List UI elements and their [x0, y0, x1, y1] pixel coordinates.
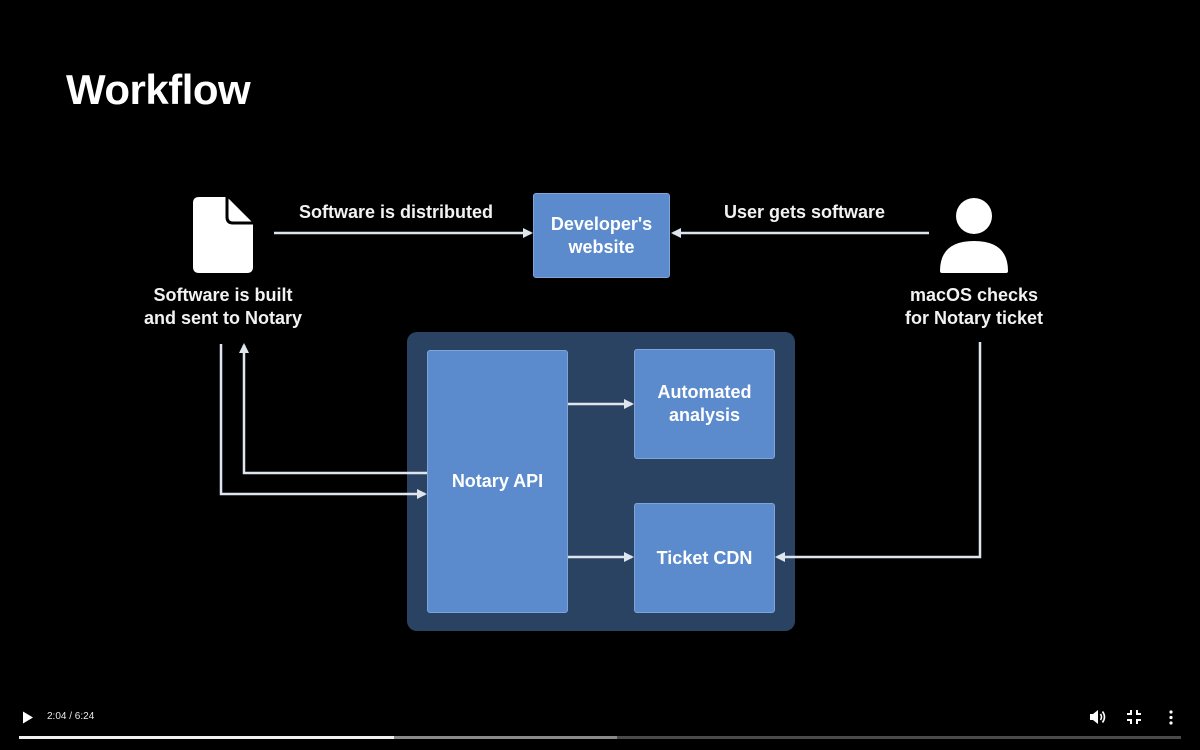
exit-fullscreen-icon[interactable] — [1127, 710, 1141, 724]
notary-api-label: Notary API — [451, 471, 544, 491]
automated-analysis-box: Automated analysis — [634, 349, 775, 459]
label-software-built-line1: Software is built — [153, 285, 293, 305]
arrow-notary-response — [239, 343, 427, 475]
automated-analysis-line2: analysis — [668, 405, 741, 425]
label-software-built: Software is built and sent to Notary — [133, 284, 313, 330]
ticket-cdn-box: Ticket CDN — [634, 503, 775, 613]
document-icon — [193, 197, 253, 273]
ticket-cdn-label: Ticket CDN — [656, 547, 753, 568]
label-macos-checks-line1: macOS checks — [909, 285, 1039, 305]
developer-website-box: Developer's website — [533, 193, 670, 278]
progress-played — [19, 736, 395, 739]
developer-website-line2: website — [568, 236, 635, 257]
label-macos-checks-line2: for Notary ticket — [904, 308, 1044, 328]
progress-bar[interactable] — [19, 736, 1181, 739]
automated-analysis-line1: Automated — [657, 382, 752, 402]
slide-title: Workflow — [66, 66, 251, 113]
arrows-layer — [219, 228, 982, 562]
video-controls: 2:04 / 6:24 — [0, 700, 1200, 750]
arrow-submit-to-notary — [219, 344, 427, 499]
notary-api-box: Notary API — [427, 350, 568, 613]
more-vert-icon[interactable] — [1168, 710, 1174, 725]
slide: Workflow Software is distributed User ge… — [66, 66, 1064, 631]
arrow-macos-check — [775, 342, 982, 562]
time-display: 2:04 / 6:24 — [47, 711, 95, 722]
person-icon — [940, 198, 1008, 273]
play-icon[interactable] — [22, 711, 34, 724]
label-user-gets: User gets software — [724, 202, 886, 222]
label-macos-checks: macOS checks for Notary ticket — [884, 284, 1064, 330]
label-distributed: Software is distributed — [299, 202, 494, 222]
volume-icon[interactable] — [1089, 709, 1107, 725]
developer-website-line1: Developer's — [550, 213, 653, 234]
label-software-built-line2: and sent to Notary — [143, 308, 303, 328]
